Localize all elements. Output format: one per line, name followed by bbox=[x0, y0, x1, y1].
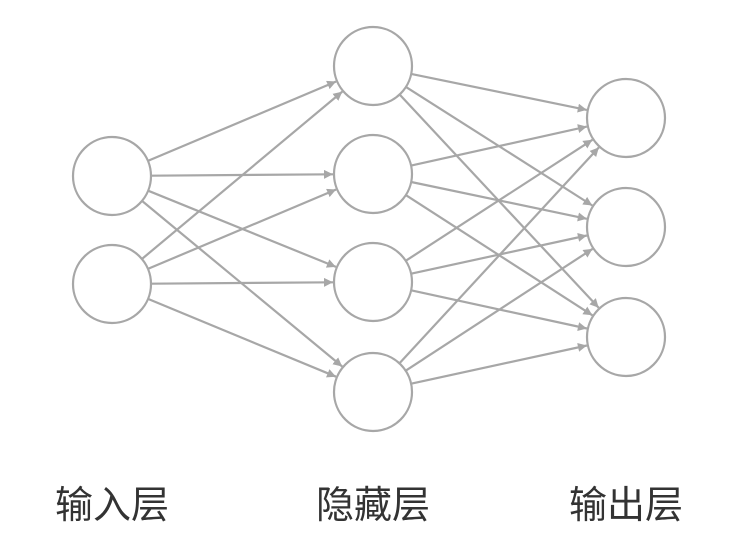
connection-arrow-hidden-4-to-output-3 bbox=[410, 343, 588, 385]
connection-arrow-input-2-to-hidden-4 bbox=[147, 297, 337, 378]
output-layer-label: 输出层 bbox=[569, 483, 683, 527]
connection-arrow-hidden-2-to-output-1 bbox=[410, 124, 588, 167]
connection-arrow-hidden-4-to-output-2 bbox=[405, 247, 594, 372]
neurons bbox=[71, 25, 667, 433]
connection-arrow-input-1-to-hidden-1 bbox=[147, 80, 337, 162]
output-node-1 bbox=[585, 77, 667, 159]
output-node-3 bbox=[585, 296, 667, 378]
connection-arrow-input-2-to-hidden-3 bbox=[150, 277, 334, 287]
connection-arrow-hidden-1-to-output-1 bbox=[410, 72, 588, 113]
hidden-layer-label: 隐藏层 bbox=[316, 483, 430, 527]
connection-arrow-input-2-to-hidden-2 bbox=[147, 188, 337, 270]
hidden-node-1 bbox=[332, 25, 414, 107]
layer-labels: 输入层 隐藏层 输出层 bbox=[55, 483, 683, 527]
connection-arrow-hidden-3-to-output-1 bbox=[405, 138, 593, 262]
input-node-1 bbox=[71, 135, 153, 217]
hidden-node-3 bbox=[332, 241, 414, 323]
input-layer-label: 输入层 bbox=[55, 483, 169, 527]
connection-arrow-hidden-4-to-output-1 bbox=[398, 146, 600, 365]
input-node-2 bbox=[71, 243, 153, 325]
output-node-2 bbox=[585, 186, 667, 268]
connections bbox=[141, 72, 600, 385]
hidden-node-2 bbox=[332, 133, 414, 215]
connection-arrow-input-2-to-hidden-1 bbox=[141, 90, 344, 260]
hidden-node-4 bbox=[332, 351, 414, 433]
